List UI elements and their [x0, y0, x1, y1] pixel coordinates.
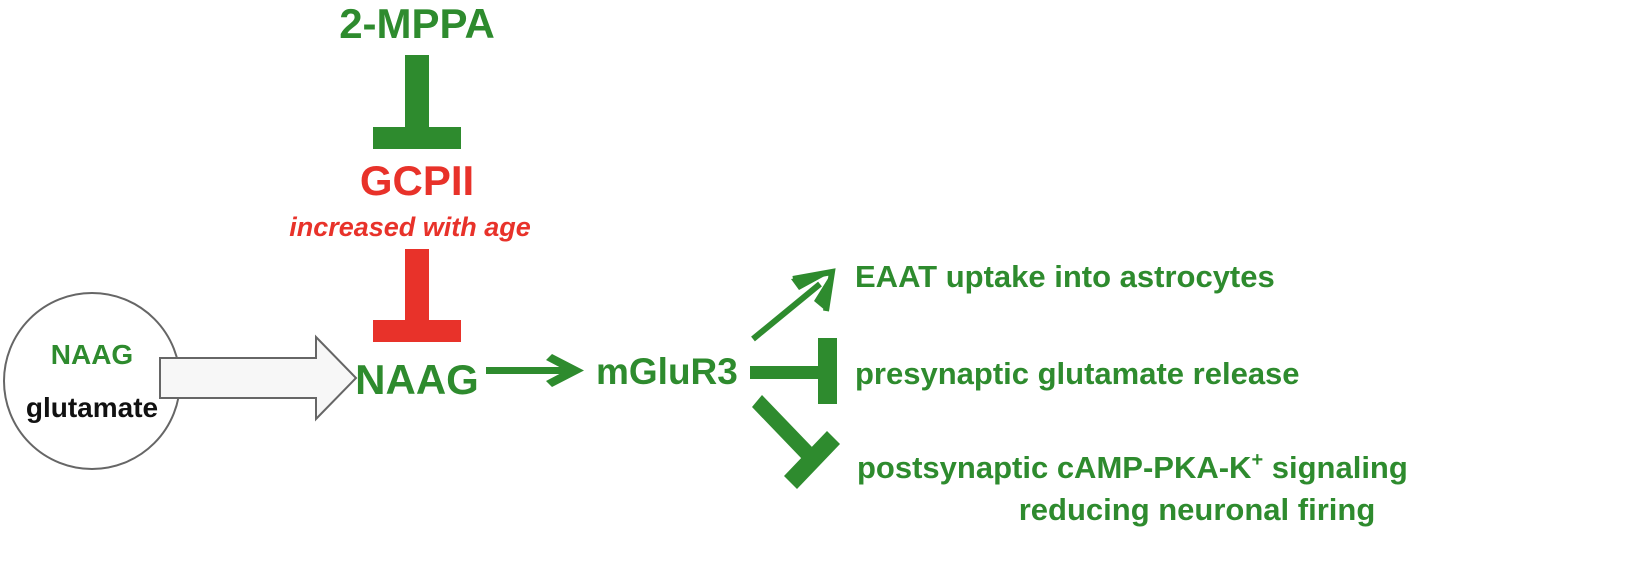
receptor-label: mGluR3 [596, 351, 738, 392]
enzyme-label: GCPII [360, 157, 474, 204]
inhibit-mglur3-postsynaptic [752, 395, 840, 489]
outcome-postsynaptic-line1: postsynaptic cAMP-PKA-K+ signaling [857, 449, 1408, 485]
activate-naag-mglur3 [486, 354, 584, 387]
release-arrow [159, 334, 358, 422]
inhibit-drug-gcpii [373, 55, 461, 149]
outcome-presynaptic: presynaptic glutamate release [855, 356, 1300, 391]
enzyme-note: increased with age [289, 212, 531, 242]
outcome-postsynaptic-text: postsynaptic cAMP-PKA-K [857, 450, 1252, 485]
outcome-eaat: EAAT uptake into astrocytes [855, 259, 1275, 294]
vesicle-naag-label: NAAG [51, 339, 133, 370]
inhibit-gcpii-naag [373, 249, 461, 342]
outcome-postsynaptic-line2: reducing neuronal firing [1019, 492, 1376, 527]
vesicle-glutamate-label: glutamate [26, 392, 158, 423]
outcome-postsynaptic-text-end: signaling [1263, 450, 1408, 485]
potassium-superscript: + [1251, 449, 1263, 471]
activate-mglur3-eaat [751, 268, 836, 342]
naag-label: NAAG [355, 356, 479, 403]
drug-label: 2-MPPA [339, 0, 495, 47]
inhibit-mglur3-presynaptic [750, 338, 837, 404]
vesicle: NAAG glutamate [3, 292, 181, 470]
